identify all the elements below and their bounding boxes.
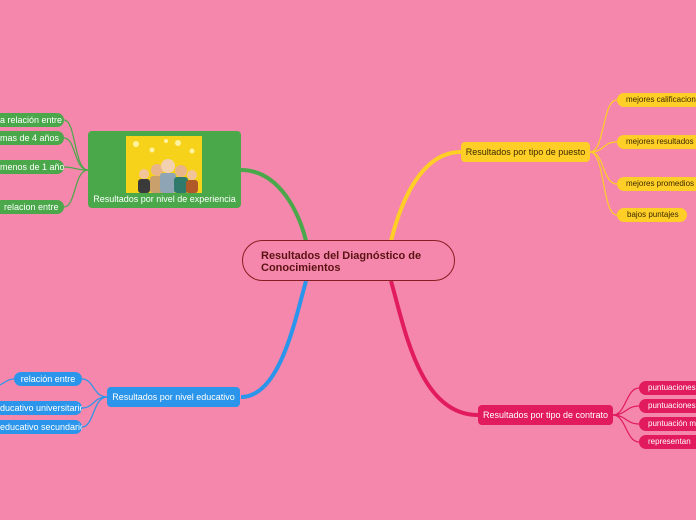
contract-child-1-label: puntuaciones [648, 384, 696, 392]
link-central-contract [391, 281, 478, 415]
contract-child-2-label: puntuaciones [648, 402, 696, 410]
contract-child-4[interactable]: representan [639, 435, 696, 449]
central-topic[interactable]: Resultados del Diagnóstico de Conocimien… [242, 240, 455, 281]
experience-child-1[interactable]: a relación entre [0, 113, 64, 127]
link-exp-4 [64, 170, 88, 207]
branch-experience-label: Resultados por nivel de experiencia [88, 194, 241, 204]
link-central-position [391, 152, 461, 241]
position-child-1[interactable]: mejores calificaciones [617, 93, 696, 107]
link-exp-2 [64, 138, 88, 170]
branch-contract[interactable]: Resultados por tipo de contrato [478, 405, 613, 425]
branch-contract-label: Resultados por tipo de contrato [483, 411, 608, 420]
position-child-3[interactable]: mejores promedios [617, 177, 696, 191]
link-edu-1 [82, 379, 107, 397]
education-child-3-label: educativo secundario [0, 423, 82, 432]
position-child-4-label: bajos puntajes [627, 211, 679, 219]
position-child-2[interactable]: mejores resultados [617, 135, 696, 149]
contract-child-2[interactable]: puntuaciones [639, 399, 696, 413]
contract-child-3-label: puntuación m [648, 420, 696, 428]
position-child-4[interactable]: bajos puntajes [617, 208, 687, 222]
position-child-2-label: mejores resultados [626, 138, 694, 146]
branch-position-label: Resultados por tipo de puesto [466, 148, 586, 157]
education-child-2[interactable]: ducativo universitario [0, 401, 82, 415]
experience-child-3-label: menos de 1 año [0, 163, 64, 172]
link-pos-1 [590, 100, 617, 152]
experience-child-3[interactable]: menos de 1 año [0, 160, 64, 174]
link-exp-1 [64, 120, 88, 170]
link-central-experience [241, 170, 306, 241]
branch-position[interactable]: Resultados por tipo de puesto [461, 142, 590, 162]
education-child-1-label: relación entre [21, 375, 76, 384]
link-edu-tail [0, 379, 14, 385]
experience-child-2-label: mas de 4 años [0, 134, 59, 143]
experience-child-4[interactable]: relacion entre [0, 200, 64, 214]
link-central-education [241, 281, 306, 397]
experience-child-4-label: relacion entre [4, 203, 59, 212]
contract-child-3[interactable]: puntuación m [639, 417, 696, 431]
central-topic-label: Resultados del Diagnóstico de Conocimien… [261, 250, 421, 274]
education-child-2-label: ducativo universitario [0, 404, 82, 413]
contract-child-1[interactable]: puntuaciones [639, 381, 696, 395]
experience-child-2[interactable]: mas de 4 años [0, 131, 64, 145]
experience-child-1-label: a relación entre [0, 116, 62, 125]
education-child-1[interactable]: relación entre [14, 372, 82, 386]
position-child-1-label: mejores calificaciones [626, 96, 696, 104]
branch-experience[interactable]: Resultados por nivel de experiencia [88, 131, 241, 208]
education-child-3[interactable]: educativo secundario [0, 420, 82, 434]
position-child-3-label: mejores promedios [626, 180, 694, 188]
branch-education-label: Resultados por nivel educativo [112, 393, 235, 402]
contract-child-4-label: representan [648, 438, 691, 446]
link-edu-2 [82, 397, 107, 408]
link-pos-3 [590, 152, 617, 184]
branch-education[interactable]: Resultados por nivel educativo [107, 387, 240, 407]
people-group-icon [126, 136, 202, 193]
